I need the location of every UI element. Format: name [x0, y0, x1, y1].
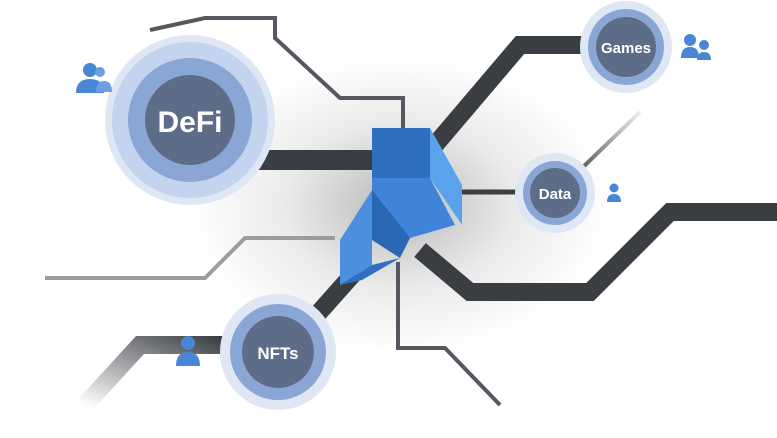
defi-label: DeFi — [157, 106, 222, 139]
crystal-hub-logo — [340, 128, 462, 285]
defi-group-users-icon — [76, 63, 112, 93]
hub-facet-top — [372, 128, 430, 178]
node-games: Games — [580, 1, 672, 93]
line-left-middle — [45, 236, 335, 280]
hub-facet-left — [340, 190, 372, 285]
data-label: Data — [539, 186, 572, 203]
hub-facet-right — [430, 128, 462, 225]
hub-facet-lower — [372, 190, 410, 258]
nfts-label: NFTs — [257, 344, 298, 363]
games-core — [596, 17, 656, 77]
line-top-thin — [149, 16, 405, 150]
node-data: Data — [515, 153, 595, 233]
line-nfts-left — [78, 336, 240, 412]
node-defi: DeFi — [105, 35, 275, 205]
line-hub-down — [396, 262, 502, 407]
games-group-users-icon — [681, 34, 711, 60]
data-user-icon — [607, 183, 621, 202]
defi-core — [145, 75, 235, 165]
data-core — [530, 168, 580, 218]
line-data-diag — [578, 110, 642, 172]
games-label: Games — [601, 40, 651, 57]
node-nfts: NFTs — [220, 294, 336, 410]
hub-facet-bottom — [340, 258, 400, 285]
nfts-core — [242, 316, 314, 388]
nfts-user-icon — [176, 336, 200, 366]
